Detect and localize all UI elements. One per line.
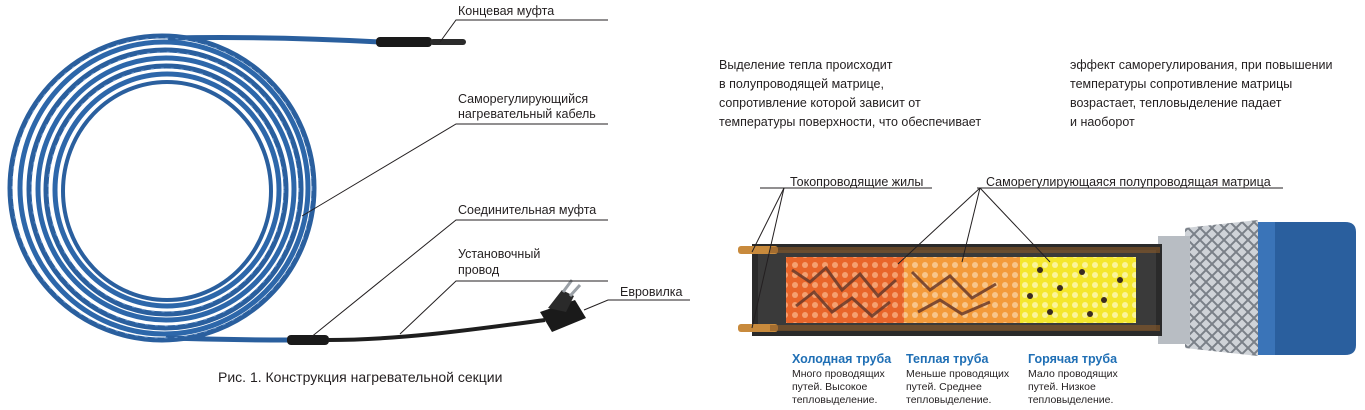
label-install-wire-line1: Установочный: [458, 247, 541, 261]
label-conductors: Токопроводящие жилы: [790, 175, 924, 189]
figure-caption: Рис. 1. Конструкция нагревательной секци…: [218, 369, 503, 385]
connecting-coupling: [287, 335, 329, 345]
zone-desc-line: путей. Низкое: [1028, 381, 1096, 393]
text-left-line: сопротивление которой зависит от: [719, 96, 921, 110]
zone-desc-warm: Меньше проводящих путей. Среднее тепловы…: [906, 368, 1016, 407]
left-leader-lines: [301, 19, 690, 339]
zone-title-warm: Теплая труба: [906, 352, 989, 366]
zone-desc-line: тепловыделение.: [906, 394, 992, 406]
label-euro-plug: Евровилка: [620, 285, 683, 299]
text-right-line: возрастает, тепловыделение падает: [1070, 96, 1282, 110]
coiled-heating-cable: [7, 33, 383, 343]
label-cable-line1: Саморегулирующийся: [458, 92, 589, 106]
end-coupling: [376, 37, 466, 47]
zone-desc-hot: Мало проводящих путей. Низкое тепловыдел…: [1028, 368, 1138, 407]
zone-title-hot: Горячая труба: [1028, 352, 1118, 366]
label-matrix: Саморегулирующаяся полупроводящая матриц…: [986, 175, 1271, 189]
zone-desc-line: тепловыделение.: [792, 394, 878, 406]
zone-desc-line: Меньше проводящих: [906, 368, 1010, 380]
text-right-line: и наоборот: [1070, 115, 1135, 129]
text-right-line: температуры сопротивление матрицы: [1070, 77, 1293, 91]
zone-desc-line: путей. Среднее: [906, 381, 982, 393]
zone-desc-line: тепловыделение.: [1028, 394, 1114, 406]
label-install-wire-line2: провод: [458, 263, 500, 277]
text-left-line: Выделение тепла происходит: [719, 58, 893, 72]
zone-desc-line: путей. Высокое: [792, 381, 868, 393]
right-leader-lines: [751, 187, 1283, 329]
text-left-line: температуры поверхности, что обеспечивае…: [719, 115, 982, 129]
zone-desc-line: Много проводящих: [792, 368, 885, 380]
text-right-block: эффект саморегулирования, при повышении …: [1070, 56, 1360, 132]
zone-title-cold: Холодная труба: [792, 352, 892, 366]
cable-cross-section: [738, 220, 1356, 356]
label-connecting-coupling: Соединительная муфта: [458, 203, 597, 217]
text-left-line: в полупроводящей матрице,: [719, 77, 884, 91]
euro-plug: [540, 279, 586, 332]
text-left-block: Выделение тепла происходит в полупроводя…: [719, 56, 1049, 132]
zone-desc-cold: Много проводящих путей. Высокое тепловыд…: [792, 368, 902, 407]
label-cable-line2: нагревательный кабель: [458, 107, 596, 121]
label-end-coupling: Концевая муфта: [458, 4, 555, 18]
zone-desc-line: Мало проводящих: [1028, 368, 1118, 380]
hot-zone: [1020, 257, 1136, 323]
installation-wire: [327, 318, 546, 342]
text-right-line: эффект саморегулирования, при повышении: [1070, 58, 1333, 72]
